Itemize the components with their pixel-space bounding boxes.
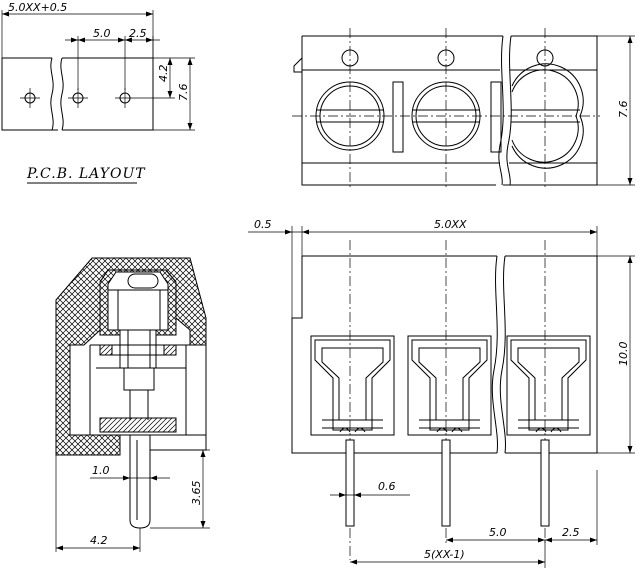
clamp-cavity-2 <box>407 335 492 436</box>
front-total-width-label: 5.0XX <box>434 218 467 231</box>
top-view-height-label: 7.6 <box>617 101 630 119</box>
top-view: 7.6 <box>292 28 635 190</box>
side-pin-width-label: 1.0 <box>92 464 110 477</box>
front-pin-span-label: 5(XX-1) <box>424 548 465 561</box>
front-offset-label: 0.5 <box>254 218 272 231</box>
pcb-total-width-label: 5.0XX+0.5 <box>8 1 67 14</box>
pcb-pitch-label: 5.0 <box>93 27 111 40</box>
pcb-hole-offset-label: 4.2 <box>157 65 170 83</box>
front-view: 0.5 5.0XX <box>248 218 635 568</box>
pcb-edge-label: 2.5 <box>129 27 147 40</box>
side-section-view: 1.0 3.65 4.2 <box>55 257 210 552</box>
pcb-height-label: 7.6 <box>177 84 190 102</box>
front-height-label: 10.0 <box>617 342 630 367</box>
front-pin-thickness-label: 0.6 <box>378 480 396 493</box>
clamp-cavity-3 <box>506 335 591 436</box>
pcb-layout-view: 5.0XX+0.5 5.0 2.5 4.2 7.6 P.C.B. LAYOUT <box>1 1 195 184</box>
front-edge-label: 2.5 <box>562 526 580 539</box>
pcb-layout-title: P.C.B. LAYOUT <box>26 166 146 182</box>
front-pitch-label: 5.0 <box>489 526 507 539</box>
clamp-cavity-1 <box>310 335 395 436</box>
side-pin-offset-label: 4.2 <box>90 534 108 547</box>
side-pin-length-label: 3.65 <box>190 481 203 506</box>
